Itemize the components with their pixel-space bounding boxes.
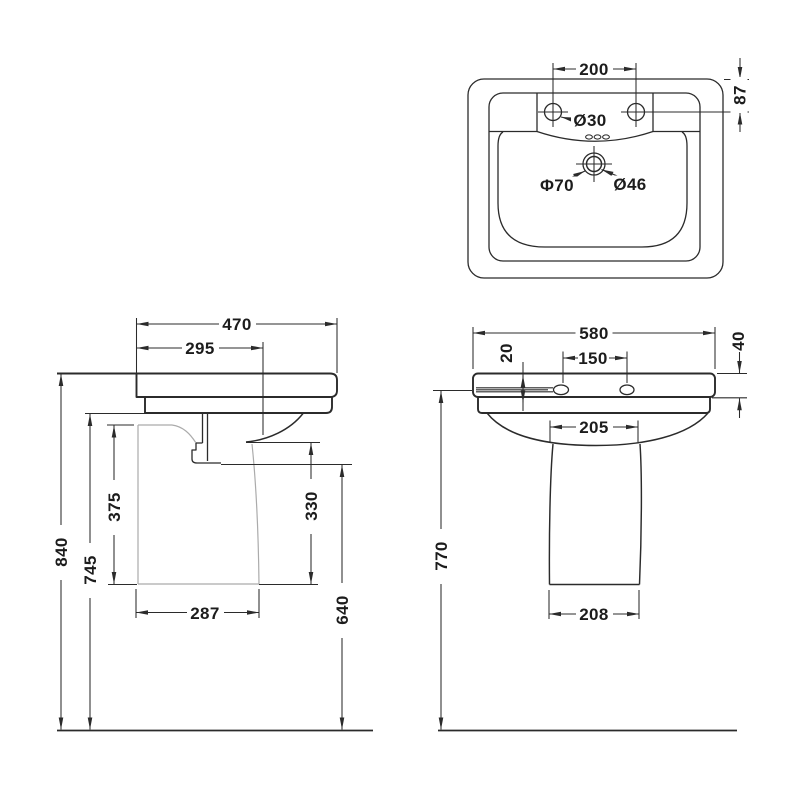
basin-slab-front xyxy=(472,372,716,398)
label-mask xyxy=(578,349,609,367)
overflow-slot-1 xyxy=(585,134,593,140)
dim-label-87: 87 xyxy=(731,85,750,105)
dim-label-20: 20 xyxy=(497,343,516,363)
dim-label-745: 745 xyxy=(81,555,100,585)
dim-label-waste-dia: Ø46 xyxy=(613,175,646,194)
basin-slab-side xyxy=(57,372,338,398)
extension-lines-side-top xyxy=(85,318,338,435)
bowl-front-outline xyxy=(486,412,709,447)
dim-label-640: 640 xyxy=(333,595,352,625)
semi-pedestal-hidden-outline xyxy=(137,424,260,585)
dim-label-295: 295 xyxy=(185,339,215,358)
overflow-slot-front xyxy=(476,387,553,393)
label-mask xyxy=(571,111,610,129)
overflow-slot-3 xyxy=(602,134,610,140)
dim-label-287: 287 xyxy=(190,604,220,623)
dim-label-150: 150 xyxy=(578,349,608,368)
dim-label-205: 205 xyxy=(579,418,609,437)
extension-lines-side-bottom xyxy=(108,441,352,618)
label-mask xyxy=(333,583,351,638)
tap-hole-left-front xyxy=(552,384,570,396)
basin-outer-rim-plan xyxy=(467,78,724,279)
label-mask xyxy=(302,479,320,534)
side-view: 470 295 840 745 375 330 640 287 xyxy=(52,315,373,732)
bowl-outline-plan xyxy=(497,131,688,248)
dim-label-recess-dia: Φ70 xyxy=(540,176,574,195)
top-view: 200 87 Ø30 Φ70 Ø46 xyxy=(467,58,750,279)
dim-label-200: 200 xyxy=(579,60,609,79)
label-mask xyxy=(576,418,613,436)
waste-trap-side xyxy=(191,413,221,464)
dim-label-375: 375 xyxy=(105,492,124,522)
label-mask xyxy=(537,176,578,194)
label-mask xyxy=(432,529,450,584)
dim-label-580: 580 xyxy=(579,324,609,343)
dim-label-40: 40 xyxy=(729,331,748,351)
overflow-slot-2 xyxy=(593,134,602,140)
label-mask xyxy=(105,480,123,535)
pedestal-front-outline xyxy=(548,443,643,586)
bowl-back-edge xyxy=(536,130,654,142)
basin-slab-side-lower xyxy=(144,397,333,414)
tap-hole-right-front xyxy=(619,384,635,396)
basin-slab-front-lower xyxy=(477,397,711,414)
dim-label-840: 840 xyxy=(52,537,71,567)
extension-lines-front xyxy=(433,327,747,619)
label-mask xyxy=(610,175,651,193)
label-mask xyxy=(81,543,99,598)
bowl-underside-side xyxy=(245,413,304,443)
dim-label-tap-hole-dia: Ø30 xyxy=(573,111,606,130)
dim-label-330: 330 xyxy=(302,491,321,521)
dim-label-208: 208 xyxy=(579,605,609,624)
label-mask xyxy=(575,324,613,342)
basin-inner-rim-plan xyxy=(488,92,701,262)
label-mask xyxy=(576,605,613,623)
label-mask xyxy=(576,60,613,78)
label-mask xyxy=(730,77,748,113)
centerlines-and-extensions xyxy=(538,63,749,127)
waste-centerlines xyxy=(576,146,612,182)
label-mask xyxy=(52,525,70,580)
dim-label-770: 770 xyxy=(432,541,451,571)
label-mask xyxy=(187,604,224,622)
label-mask xyxy=(182,339,219,357)
dim-label-470: 470 xyxy=(222,315,252,334)
label-mask xyxy=(219,315,256,333)
front-view: 580 150 205 208 770 40 20 xyxy=(432,324,748,732)
